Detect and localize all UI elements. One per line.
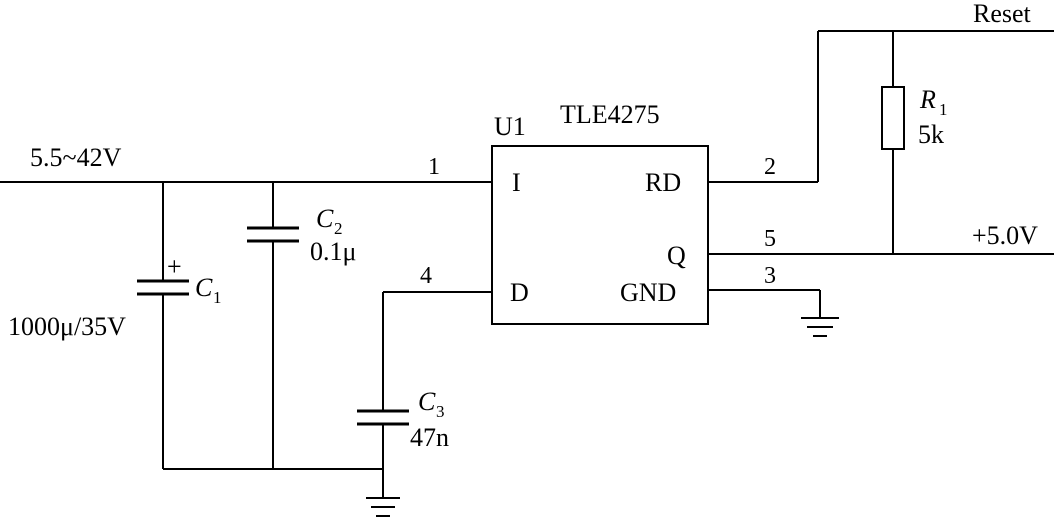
c1-value: 1000μ/35V <box>8 312 126 341</box>
c2-value: 0.1μ <box>310 237 356 266</box>
pin-label-q: Q <box>667 241 686 270</box>
r1-index: 1 <box>939 100 948 119</box>
gnd-pin-net <box>708 289 839 337</box>
c2-index: 2 <box>334 219 343 238</box>
input-rail: 5.5~42V <box>0 143 492 183</box>
output-rail: +5.0V <box>708 221 1054 255</box>
reset-label: Reset <box>973 0 1032 28</box>
c3-name: C <box>418 387 436 416</box>
r1-value: 5k <box>918 120 944 149</box>
c1-index: 1 <box>213 288 222 307</box>
pin-number-2: 2 <box>764 154 776 180</box>
pin-number-1: 1 <box>428 154 440 180</box>
ground-symbol-bottom <box>366 497 400 517</box>
c1-polarity-mark: + <box>167 252 182 281</box>
ic-ref: U1 <box>494 112 526 141</box>
pin-label-d: D <box>510 278 529 307</box>
pin-label-i: I <box>512 168 521 197</box>
c3-index: 3 <box>436 402 445 421</box>
c1-name: C <box>195 273 213 302</box>
ic-u1: U1 TLE4275 I D RD Q GND 1 4 2 5 3 <box>420 100 776 325</box>
pin-label-gnd: GND <box>620 278 676 307</box>
capacitor-c1: + C 1 1000μ/35V <box>8 182 222 469</box>
resistor-r1: R 1 5k <box>881 31 948 254</box>
c2-name: C <box>316 204 334 233</box>
output-voltage-label: +5.0V <box>972 221 1038 250</box>
pin-number-5: 5 <box>764 226 776 252</box>
ic-part: TLE4275 <box>560 100 660 129</box>
input-voltage-label: 5.5~42V <box>30 143 122 172</box>
capacitor-c2: C 2 0.1μ <box>247 182 356 469</box>
pin-label-rd: RD <box>645 168 681 197</box>
r1-name: R <box>919 85 936 114</box>
c3-value: 47n <box>410 423 449 452</box>
reset-net: Reset <box>708 0 1054 183</box>
pin-number-3: 3 <box>764 263 776 289</box>
capacitor-c3: C 3 47n <box>357 291 492 498</box>
pin-number-4: 4 <box>420 263 432 289</box>
